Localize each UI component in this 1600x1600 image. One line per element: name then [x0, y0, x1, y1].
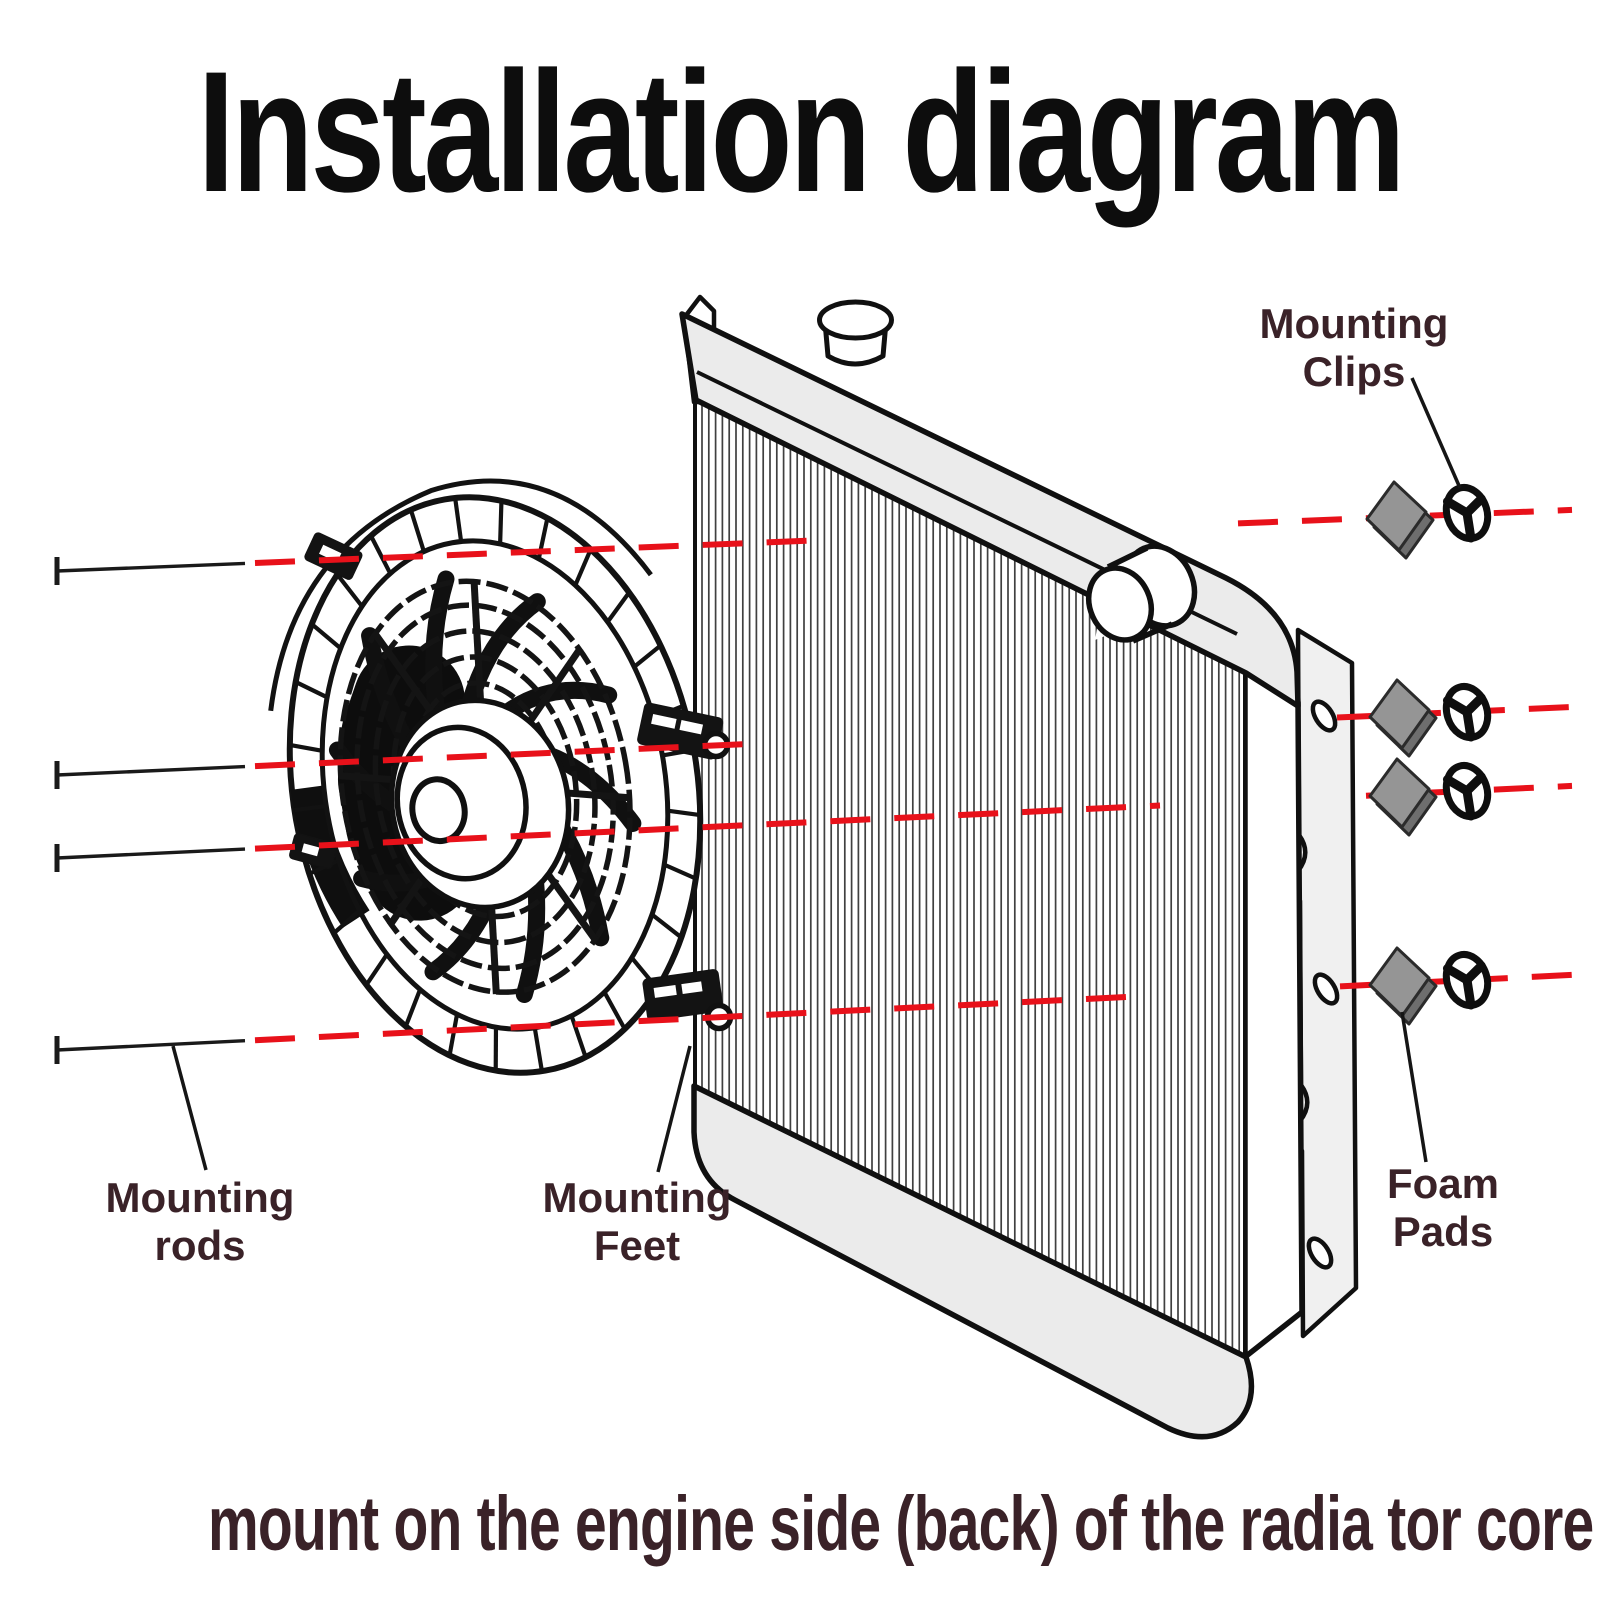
- radiator-bottom-tank: [691, 1083, 1255, 1440]
- rod-path-1-left: [254, 536, 831, 566]
- foam-pad-4: [1368, 946, 1438, 1026]
- rod-path-2-left: [254, 741, 746, 770]
- foam-pads-group: [1365, 480, 1438, 1026]
- radiator-side-face: [1242, 667, 1305, 1360]
- mounting-rod-4: [56, 1039, 246, 1052]
- label-foam-pads-line1: Foam: [1387, 1160, 1499, 1207]
- label-mounting-rods-line1: Mounting: [106, 1174, 295, 1221]
- label-foam-pads-line2: Pads: [1393, 1208, 1493, 1255]
- mounting-clip-1: [1442, 484, 1492, 543]
- label-mounting-clips-line2: Clips: [1303, 348, 1406, 395]
- bracket-hole-middle: [1312, 972, 1340, 1006]
- fan-shroud-flange: [268, 478, 653, 712]
- fan-hub-boss: [409, 776, 468, 845]
- mounting-rod-3: [56, 847, 246, 860]
- fan-shroud-segments: [289, 497, 701, 1072]
- mounting-clip-3: [1442, 762, 1492, 821]
- radiator-inlet-port: [1085, 543, 1198, 644]
- mounting-clip-4: [1442, 951, 1492, 1010]
- feet-leader-line: [656, 1045, 692, 1173]
- mounting-clip-2: [1442, 683, 1492, 742]
- foam-pad-3: [1368, 757, 1438, 837]
- bracket-hole-top: [1310, 699, 1338, 733]
- label-mounting-feet-line2: Feet: [594, 1222, 680, 1269]
- rod-path-4-left: [254, 993, 1141, 1044]
- radiator-filler-cap: [817, 299, 894, 367]
- label-mounting-clips-line1: Mounting: [1260, 300, 1449, 347]
- radiator-illustration: [679, 294, 1359, 1440]
- bracket-hole-bottom: [1306, 1236, 1334, 1270]
- pads-leader-line: [1400, 1011, 1428, 1163]
- rod-path-3-left: [254, 802, 1161, 852]
- caption-text: mount on the engine side (back) of the r…: [208, 1481, 1594, 1567]
- label-mounting-feet-line1: Mounting: [543, 1174, 732, 1221]
- rods-leader-line: [171, 1045, 208, 1171]
- page-title: Installation diagram: [197, 36, 1406, 228]
- mounting-foot-right-lower: [642, 969, 724, 1021]
- label-mounting-rods-line2: rods: [154, 1222, 245, 1269]
- clips-leader-line: [1410, 377, 1462, 489]
- mounting-clips-group: [1442, 484, 1492, 1010]
- mounting-rod-1: [56, 561, 246, 573]
- mounting-rods-group: [54, 557, 246, 1064]
- foam-pad-1: [1365, 480, 1435, 560]
- foam-pad-2: [1368, 678, 1438, 758]
- mounting-rod-2: [56, 764, 246, 777]
